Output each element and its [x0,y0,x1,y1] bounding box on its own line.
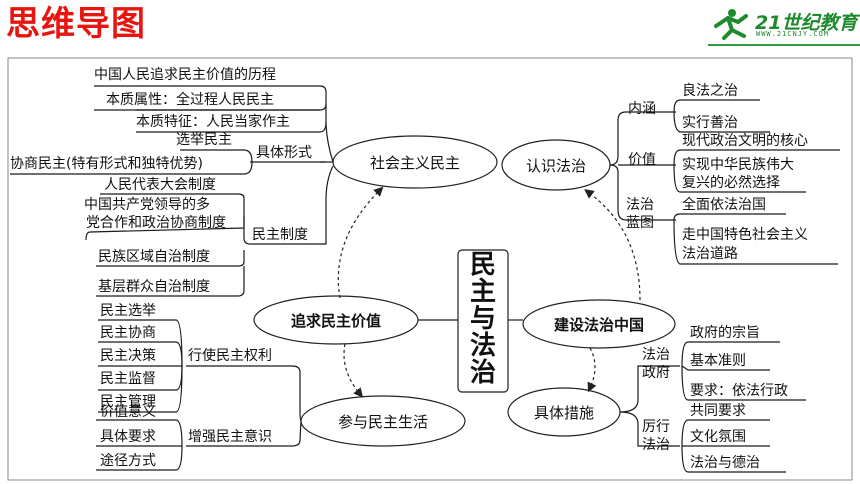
label-blueprint-1: 法治 [626,197,654,213]
oval-build-law [522,299,676,349]
header-divider [708,44,860,46]
leaf-sys-cpc-2: 党合作和政治协商制度 [86,215,226,231]
leaf-awareness-value: 价值意义 [100,404,156,420]
node-concrete-measures: 具体措施 [533,403,594,422]
logo-runner-icon [714,9,748,40]
leaf-right-consult: 民主协商 [100,325,156,341]
label-awareness: 增强民主意识 [188,429,272,445]
leaf-nature-feature: 本质特征：人民当家作主 [136,114,290,130]
label-gov-2: 政府 [642,365,670,381]
leaf-gov-requirement: 要求：依法行政 [690,383,788,399]
leaf-comprehensive: 全面依法治国 [682,197,766,213]
label-gov-1: 法治 [642,347,670,363]
logo-url: WWW.21CNJY.COM [756,30,830,38]
node-build-law: 建设法治中国 [553,315,644,334]
label-blueprint-2: 蓝图 [626,215,654,231]
leaf-good-governance: 实行善治 [682,115,738,131]
center-char: 民 [469,250,496,280]
leaf-awareness-path: 途径方式 [100,453,156,469]
label-practice-1: 厉行 [642,419,670,435]
leaf-road-2: 法治道路 [682,246,738,262]
leaf-history: 中国人民追求民主价值的历程 [94,67,276,83]
logo-text: 21世纪教育 [755,12,858,34]
label-connotation: 内涵 [628,101,656,117]
label-forms: 具体形式 [256,145,312,161]
frame-border [7,57,853,481]
leaf-right-election: 民主选举 [100,303,156,319]
leaf-right-management: 民主管理 [100,394,156,410]
label-practice-2: 法治 [642,437,670,453]
leaf-good-law: 良法之治 [682,83,738,99]
leaf-road-1: 走中国特色社会主义 [682,227,808,243]
node-socialist-democracy: 社会主义民主 [369,153,460,172]
leaf-form-consult: 协商民主(特有形式和独特优势) [10,156,203,172]
page-title: 思维导图 [6,4,146,44]
leaf-gov-principle: 基本准则 [690,353,746,369]
node-pursue-democracy: 追求民主价值 [290,311,381,330]
leaf-sys-ethnic: 民族区域自治制度 [98,249,210,265]
center-char: 治 [469,358,496,388]
leaf-right-decision: 民主决策 [100,348,156,364]
leaf-practice-common: 共同要求 [690,403,746,419]
leaf-rejuvenation-1: 实现中华民族伟大 [682,157,794,173]
leaf-rejuvenation-2: 复兴的必然选择 [682,175,780,191]
leaf-sys-cpc-1: 中国共产党领导的多 [84,197,210,213]
node-participate-democracy: 参与民主生活 [337,412,428,431]
leaf-right-supervision: 民主监督 [100,371,156,387]
label-system: 民主制度 [252,227,308,243]
leaf-nature-attribute: 本质属性：全过程人民民主 [106,92,274,108]
center-char: 法 [469,331,496,361]
leaf-sys-grassroots: 基层群众自治制度 [98,279,210,295]
leaf-awareness-require: 具体要求 [100,429,156,445]
leaf-practice-culture: 文化氛围 [690,429,746,445]
center-topic: 民 主 与 法 治 [460,252,506,390]
leaf-practice-virtue: 法治与德治 [690,455,760,471]
leaf-gov-purpose: 政府的宗旨 [690,325,760,341]
leaf-form-election: 选举民主 [176,132,232,148]
leaf-core: 现代政治文明的核心 [682,133,808,149]
leaf-sys-congress: 人民代表大会制度 [104,177,216,193]
label-rights: 行使民主权利 [188,348,272,364]
center-box [457,249,509,393]
label-value: 价值 [628,152,656,168]
node-understand-law: 认识法治 [525,156,586,175]
center-char: 主 [469,277,496,307]
center-char: 与 [469,304,496,334]
